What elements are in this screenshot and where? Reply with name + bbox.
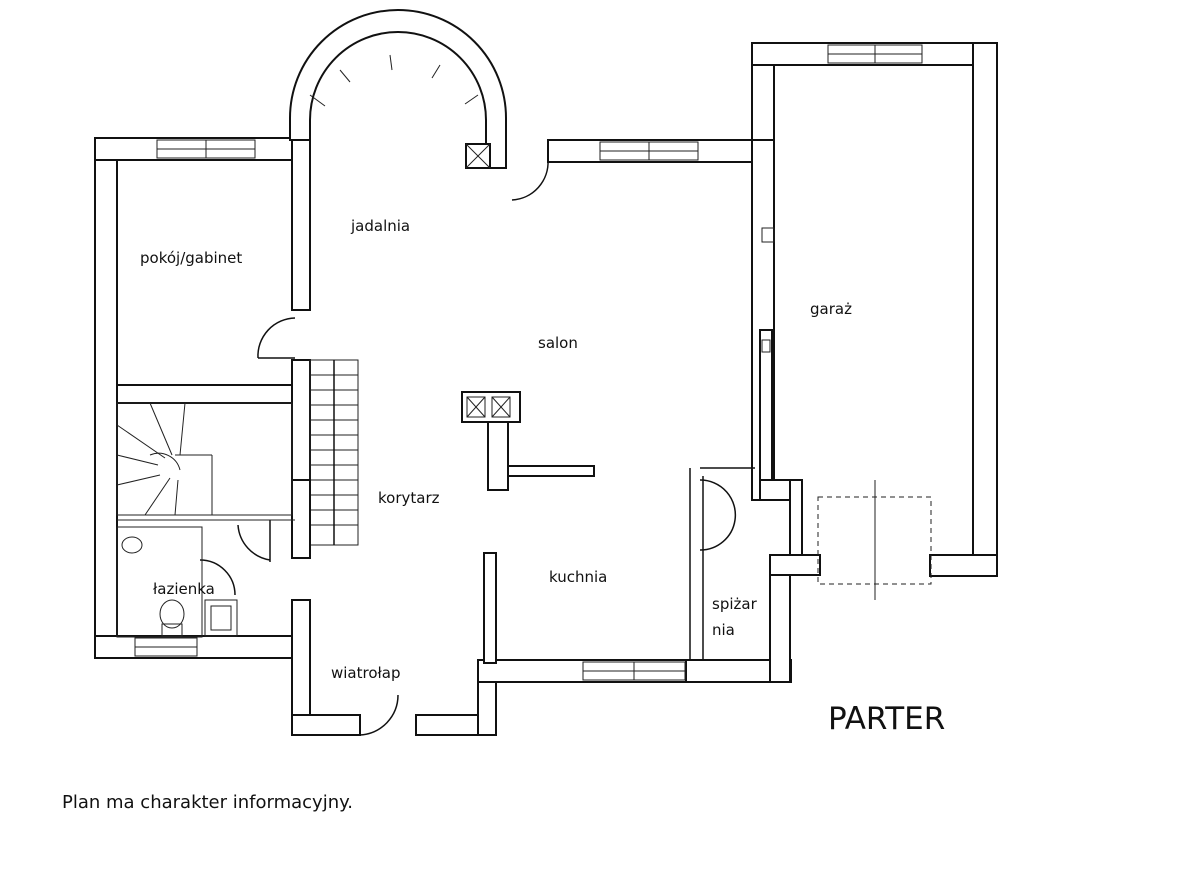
interior-partitions	[483, 227, 803, 664]
room-label-garage: garaż	[810, 300, 852, 318]
disclaimer-text: Plan ma charakter informacyjny.	[62, 792, 353, 813]
room-label-office: pokój/gabinet	[140, 249, 242, 267]
bay-window	[289, 9, 507, 169]
room-label-pantry-1: spiżar	[712, 595, 758, 613]
floor-title: PARTER	[828, 701, 945, 737]
windows	[134, 44, 923, 681]
garage-gate	[817, 480, 932, 600]
outer-walls	[94, 42, 998, 736]
bathroom-fixtures	[116, 526, 238, 638]
room-label-hallway: korytarz	[378, 489, 440, 507]
floor-plan: pokój/gabinet jadalnia salon garaż koryt…	[94, 9, 998, 737]
stairs	[116, 359, 359, 559]
fireplace	[461, 391, 595, 491]
room-label-dining: jadalnia	[350, 217, 410, 235]
doors	[199, 145, 755, 736]
room-label-kitchen: kuchnia	[549, 568, 607, 586]
room-label-vestibule: wiatrołap	[331, 664, 401, 682]
room-label-living: salon	[538, 334, 578, 352]
room-label-pantry-2: nia	[712, 621, 735, 639]
room-label-bathroom: łazienka	[153, 580, 215, 598]
